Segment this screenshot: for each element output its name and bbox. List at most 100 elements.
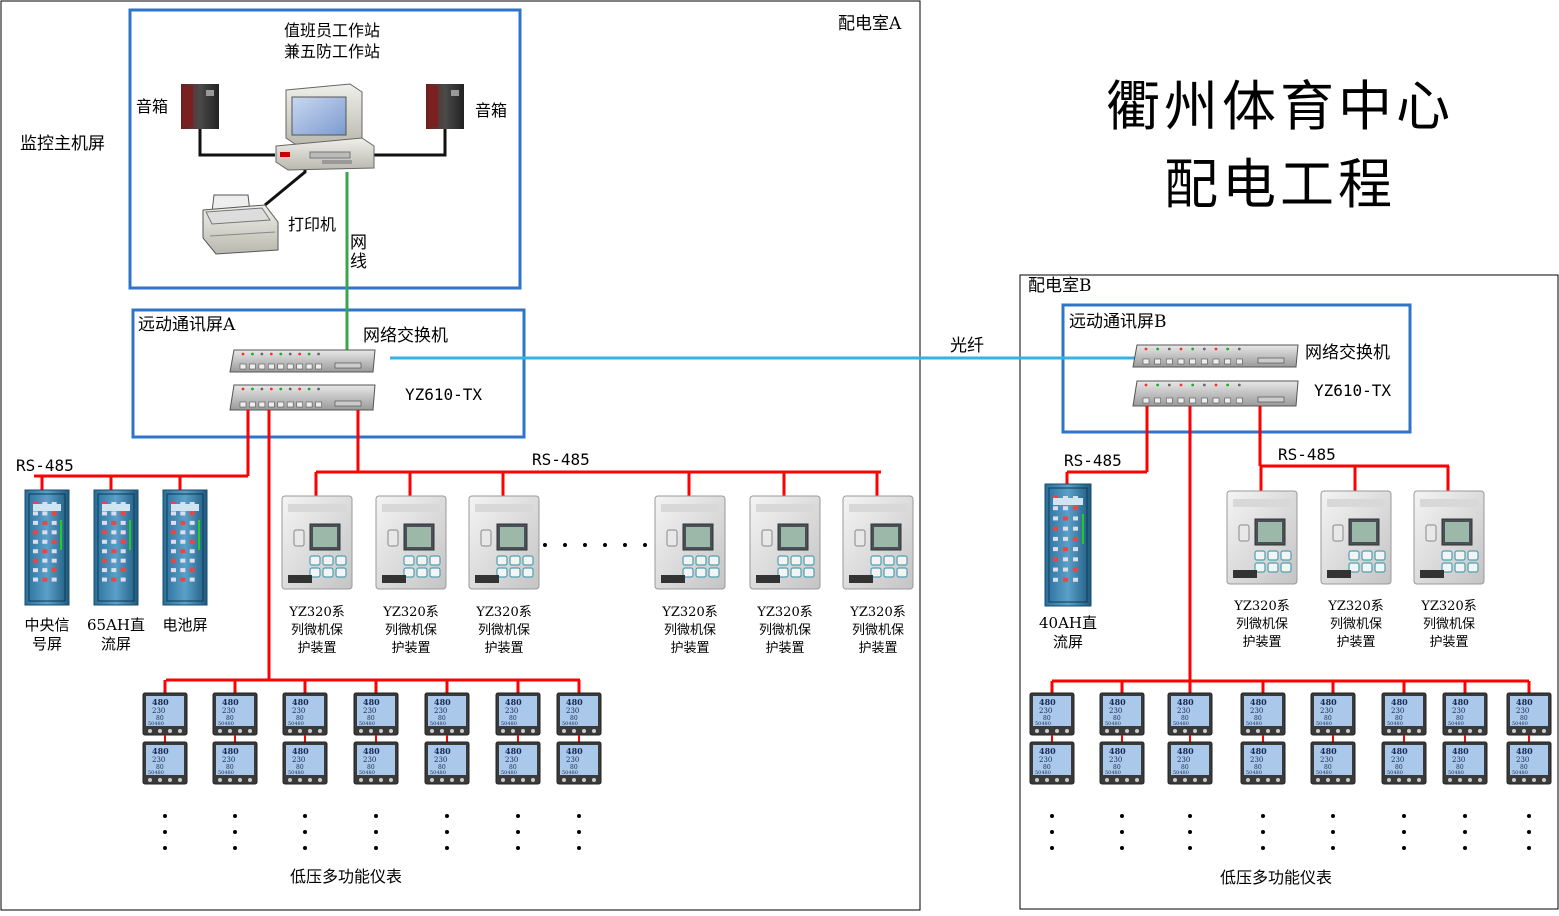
svg-text:230: 230 <box>1250 707 1263 715</box>
meter-a-more-dot-0-2 <box>163 846 167 850</box>
meter-b-more-dot-2-0 <box>1188 814 1192 818</box>
room-b-frame <box>1019 274 1559 910</box>
svg-text:480: 480 <box>1452 746 1469 756</box>
svg-text:50480: 50480 <box>218 721 234 727</box>
svg-text:50480: 50480 <box>430 770 446 776</box>
meter-b-more-dot-6-2 <box>1463 846 1467 850</box>
meter-a-more-dot-1-2 <box>233 846 237 850</box>
meter-a-more-dot-2-2 <box>303 846 307 850</box>
printer-label: 打印机 <box>288 215 337 234</box>
meter-a-more-dot-4-0 <box>445 814 449 818</box>
monitor-host-label: 监控主机屏 <box>20 134 105 154</box>
svg-text:80: 80 <box>1043 715 1051 722</box>
svg-text:50480: 50480 <box>1448 721 1464 727</box>
svg-text:230: 230 <box>1452 756 1465 764</box>
svg-text:80: 80 <box>1254 764 1262 771</box>
svg-text:50480: 50480 <box>359 770 375 776</box>
svg-text:230: 230 <box>1250 756 1263 764</box>
svg-text:230: 230 <box>1320 756 1333 764</box>
cabinet-a-label-0: 中央信 号屏 <box>24 616 70 653</box>
svg-text:230: 230 <box>152 756 165 764</box>
relay-a-5 <box>842 495 914 590</box>
cabinet-a-label-2: 电池屏 <box>162 616 208 634</box>
svg-text:230: 230 <box>505 707 518 715</box>
comm-panel-b-label: 远动通讯屏B <box>1069 312 1167 332</box>
meter-b-more-dot-5-1 <box>1402 830 1406 834</box>
svg-text:80: 80 <box>570 715 578 722</box>
meters-a-label: 低压多功能仪表 <box>290 867 403 886</box>
meter-b-more-dot-4-1 <box>1331 830 1335 834</box>
cabinet-a-label-1: 65AH直 流屏 <box>86 616 145 653</box>
meter-b-more-dot-0-2 <box>1050 846 1054 850</box>
room-a-label: 配电室A <box>838 14 902 34</box>
fiber-label: 光纤 <box>950 336 984 356</box>
svg-text:230: 230 <box>1109 707 1122 715</box>
meter-b-more-dot-3-1 <box>1261 830 1265 834</box>
relay-a-label-4: YZ320系 列微机保 护装置 <box>757 605 813 656</box>
svg-text:230: 230 <box>292 707 305 715</box>
rs485-b-left-label: RS-485 <box>1064 451 1122 470</box>
svg-text:50480: 50480 <box>1105 770 1121 776</box>
svg-text:230: 230 <box>1109 756 1122 764</box>
meter-b-more-dot-0-1 <box>1050 830 1054 834</box>
svg-text:230: 230 <box>1177 756 1190 764</box>
computer-icon <box>275 83 375 171</box>
svg-text:50480: 50480 <box>1512 770 1528 776</box>
svg-text:230: 230 <box>505 756 518 764</box>
meter-b-more-dot-3-2 <box>1261 846 1265 850</box>
svg-text:50480: 50480 <box>562 721 578 727</box>
svg-text:50480: 50480 <box>1316 770 1332 776</box>
svg-text:480: 480 <box>1039 697 1056 707</box>
comm-panel-a-label: 远动通讯屏A <box>138 315 236 335</box>
svg-text:230: 230 <box>363 707 376 715</box>
meter-a-more-dot-4-1 <box>445 830 449 834</box>
svg-text:230: 230 <box>363 756 376 764</box>
svg-text:50480: 50480 <box>1173 721 1189 727</box>
relay-a-ellipsis-dot-3 <box>603 543 607 547</box>
cabinet-a-2 <box>162 489 208 606</box>
meter-b-more-dot-0-0 <box>1050 814 1054 818</box>
svg-text:50480: 50480 <box>562 770 578 776</box>
monitor-host-box <box>128 8 522 290</box>
svg-text:480: 480 <box>1250 746 1267 756</box>
svg-text:480: 480 <box>1039 746 1056 756</box>
cabinet-a-1 <box>93 489 139 606</box>
svg-text:50480: 50480 <box>501 721 517 727</box>
svg-text:230: 230 <box>1320 707 1333 715</box>
svg-text:80: 80 <box>1395 715 1403 722</box>
cabinet-b-label-0: 40AH直 流屏 <box>1038 614 1097 651</box>
svg-text:230: 230 <box>222 707 235 715</box>
printer-icon <box>202 194 279 255</box>
relay-a-label-0: YZ320系 列微机保 护装置 <box>289 605 345 656</box>
svg-text:480: 480 <box>1109 697 1126 707</box>
svg-text:80: 80 <box>1181 764 1189 771</box>
svg-text:80: 80 <box>509 715 517 722</box>
svg-text:480: 480 <box>1320 697 1337 707</box>
svg-text:480: 480 <box>1391 697 1408 707</box>
svg-text:480: 480 <box>1250 697 1267 707</box>
relay-b-2 <box>1413 490 1485 585</box>
svg-text:80: 80 <box>1395 764 1403 771</box>
rs485-a-right-label: RS-485 <box>532 450 590 469</box>
converter-b-icon <box>1132 380 1299 407</box>
converter-a-label: YZ610-TX <box>405 385 483 404</box>
meter-a-more-dot-1-0 <box>233 814 237 818</box>
svg-text:230: 230 <box>1391 707 1404 715</box>
relay-b-1 <box>1320 490 1392 585</box>
switch-b-icon <box>1132 344 1299 368</box>
converter-a-icon <box>229 384 376 411</box>
svg-text:480: 480 <box>1177 746 1194 756</box>
